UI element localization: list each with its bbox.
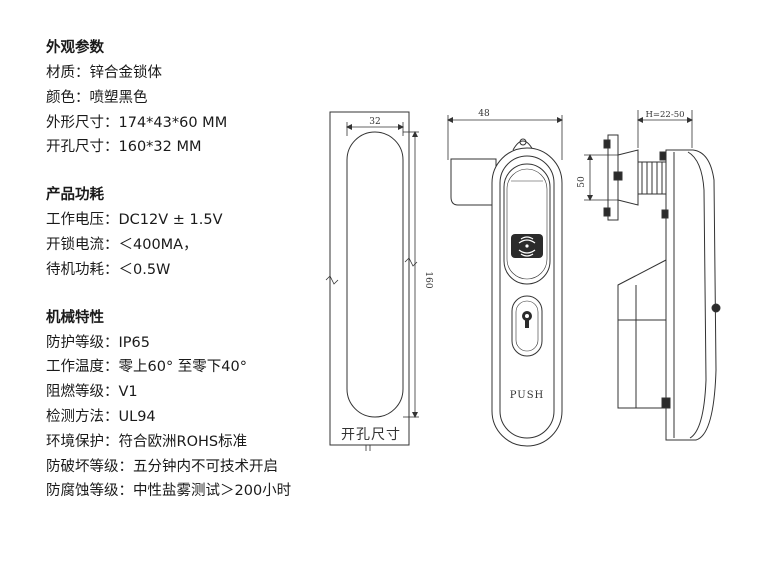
spec-label: 防腐蚀等级： [46, 483, 133, 500]
spec-value: 符合欧洲ROHS标准 [118, 433, 248, 450]
cutout-height-label: 160 [423, 271, 433, 288]
spec-value: 锌合金锁体 [89, 65, 163, 81]
side-body [665, 149, 717, 441]
spec-value: 零上60° 至零下40° [118, 359, 248, 376]
spec-label: 工作电压： [46, 212, 119, 229]
spec-row-voltage: 工作电压：DC12V ± 1.5V [46, 208, 336, 233]
section-title: 机械特性 [46, 309, 104, 326]
spec-label: 材质： [46, 65, 90, 81]
front-inner-rim [499, 155, 555, 439]
spec-label: 开锁电流： [46, 236, 119, 253]
spec-row-standby-power: 待机功耗：＜0.5W [46, 258, 336, 283]
hang-hole [519, 138, 527, 146]
reader-panel [503, 163, 551, 285]
spec-value: 160*32 MM [118, 139, 202, 156]
spec-label: 防破坏等级： [46, 458, 133, 475]
section-mechanical: 机械特性 防护等级：IP65 工作温度：零上60° 至零下40° 阻燃等级：V1… [46, 306, 336, 505]
spec-value: 174*43*60 MM [118, 114, 228, 131]
panel-outline [329, 111, 410, 446]
section-appearance: 外观参数 材质：锌合金锁体 颜色：喷塑黑色 外形尺寸：174*43*60 MM … [46, 36, 336, 160]
spec-row-unlock-current: 开锁电流：＜400MA， [46, 233, 336, 258]
spec-row-test-method: 检测方法：UL94 [46, 405, 336, 430]
spec-row-protection: 防护等级：IP65 [46, 331, 336, 356]
spec-label: 阻燃等级： [46, 384, 119, 401]
spec-row-anti-vandal: 防破坏等级：五分钟内不可技术开启 [46, 455, 336, 480]
spec-row-flame-rating: 阻燃等级：V1 [46, 380, 336, 405]
cutout-view [325, 111, 419, 451]
spec-value: V1 [118, 384, 138, 401]
section-title: 外观参数 [46, 40, 104, 56]
spec-row-color: 颜色：喷塑黑色 [46, 86, 336, 111]
side-view [603, 134, 721, 441]
spec-list: 外观参数 材质：锌合金锁体 颜色：喷塑黑色 外形尺寸：174*43*60 MM … [46, 36, 336, 504]
front-width-label: 48 [478, 109, 490, 119]
rfid-icon [511, 234, 543, 258]
side-height-label: 50 [577, 176, 587, 188]
side-housing [617, 259, 667, 409]
handle-lever [450, 158, 497, 206]
spec-label: 待机功耗： [46, 261, 119, 278]
spec-label: 颜色： [46, 89, 90, 106]
section-title: 产品功耗 [46, 187, 104, 204]
spec-row-environment: 环境保护：符合欧洲ROHS标准 [46, 430, 336, 455]
technical-drawing: 32 160 开孔尺寸 PUSH 48 [325, 109, 721, 451]
spec-label: 检测方法： [46, 408, 119, 425]
spec-value: ＜400MA， [118, 236, 198, 253]
key-cover [511, 295, 543, 357]
spec-row-cutout-size: 开孔尺寸：160*32 MM [46, 135, 336, 160]
cutout-width-label: 32 [369, 117, 380, 127]
front-view [450, 138, 563, 447]
spec-label: 工作温度： [46, 359, 119, 376]
push-label: PUSH [510, 390, 545, 401]
spec-value: 五分钟内不可技术开启 [133, 458, 278, 475]
spec-value: ＜0.5W [118, 261, 171, 278]
spec-value: 喷塑黑色 [89, 89, 148, 106]
spec-value: DC12V ± 1.5V [118, 212, 223, 229]
cutout-slot [346, 131, 404, 418]
spec-label: 外形尺寸： [46, 114, 119, 131]
keyhole-icon [522, 311, 532, 328]
spec-value: IP65 [118, 334, 150, 351]
spec-value: 中性盐雾测试＞200小时 [133, 483, 292, 500]
spec-row-corrosion: 防腐蚀等级：中性盐雾测试＞200小时 [46, 479, 336, 504]
section-power: 产品功耗 工作电压：DC12V ± 1.5V 开锁电流：＜400MA， 待机功耗… [46, 183, 336, 282]
side-range-label: H=22-50 [645, 110, 684, 120]
spec-row-material: 材质：锌合金锁体 [46, 61, 336, 86]
spec-value: UL94 [118, 408, 156, 425]
spec-label: 开孔尺寸： [46, 139, 119, 156]
spec-label: 环境保护： [46, 433, 119, 450]
cutout-caption: 开孔尺寸 [341, 427, 401, 443]
front-body [491, 147, 563, 447]
hang-tab [512, 140, 534, 151]
threaded-shaft [638, 161, 667, 195]
spec-row-outer-size: 外形尺寸：174*43*60 MM [46, 111, 336, 136]
spec-row-temperature: 工作温度：零上60° 至零下40° [46, 355, 336, 380]
spec-label: 防护等级： [46, 334, 119, 351]
